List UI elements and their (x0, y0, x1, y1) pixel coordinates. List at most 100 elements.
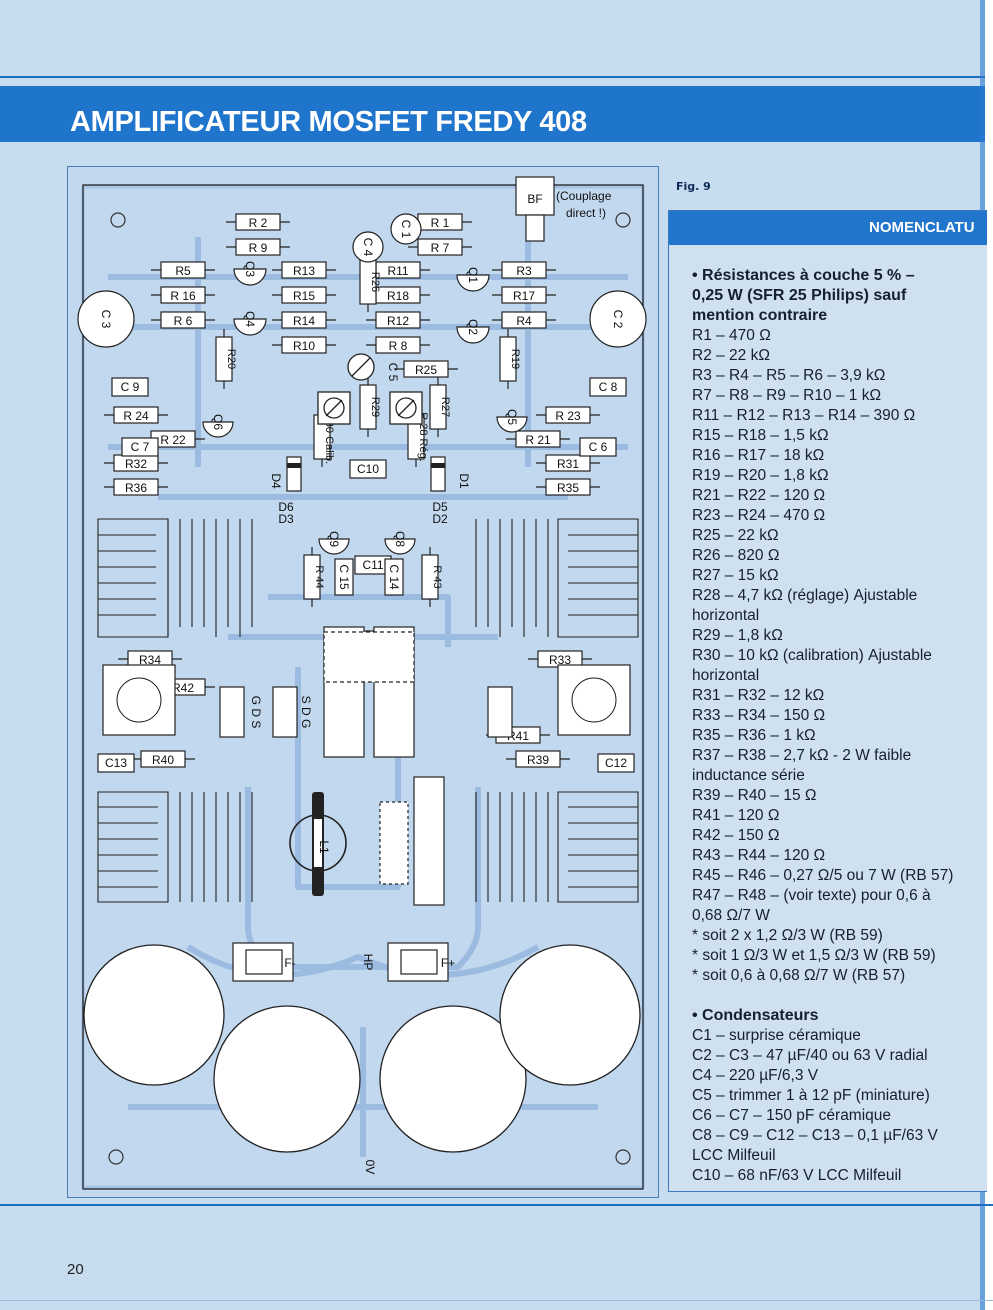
resistor-label: R11 (387, 264, 408, 278)
resistor-label: R32 (125, 457, 147, 471)
zero-volt-label: 0V (363, 1160, 377, 1175)
hp-label: HP (361, 954, 375, 971)
diode-label: D6 (278, 500, 294, 514)
capacitor-label: C 9 (121, 380, 140, 394)
capacitor-label: C 14 (387, 564, 401, 590)
resistor-label: R 44 (313, 565, 325, 588)
resistance-item: R7 – R8 – R9 – R10 – 1 kΩ (692, 387, 882, 404)
capacitor-item: C4 – 220 µF/6,3 V (692, 1067, 819, 1084)
resistor-label: R19 (509, 349, 521, 369)
resistor-label: R33 (549, 653, 571, 667)
nomenclature-header-text: NOMENCLATU (869, 219, 975, 236)
transistor-label: Q4 (243, 311, 257, 327)
diode-label: D2 (432, 512, 448, 526)
resistor-label: R36 (125, 481, 147, 495)
title-banner (0, 86, 985, 142)
fuse-plus-label: F+ (441, 956, 455, 970)
resistor-r2: R 2 (226, 213, 290, 231)
capacitor-label: C 3 (99, 310, 113, 329)
capacitor-c3: C 3 (77, 290, 135, 348)
resistance-item: inductance série (692, 767, 805, 784)
resistor-r25: R25 (394, 360, 458, 378)
resistor-r13: R13 (272, 261, 336, 279)
transistor-q3: Q3 (233, 261, 267, 286)
resistor-r19: R19 (499, 329, 521, 389)
resistor-label: R39 (527, 753, 549, 767)
resistor-label: R 16 (170, 289, 196, 303)
transistor-label: Q2 (466, 319, 480, 335)
resistor-label: R17 (513, 289, 535, 303)
resistance-item: R29 – 1,8 kΩ (692, 627, 783, 644)
nomenclature-content: • Résistances à couche 5 % – 0,25 W (SFR… (692, 266, 982, 1186)
bf-label: BF (527, 192, 542, 206)
bf-input: BF (Couplage direct !) (515, 176, 612, 242)
capacitor-c5: C 5 (386, 363, 400, 382)
diode-d4: D4 (269, 456, 302, 492)
resistor-r3: R3 (492, 261, 556, 279)
diode-d5: D5 (432, 500, 448, 514)
resistor-label: R18 (387, 289, 409, 303)
resistor-label: R 8 (389, 339, 408, 353)
resistor-r10: R10 (272, 336, 336, 354)
resistor-r36: R36 (104, 478, 168, 496)
resistor-r16: R 16 (151, 286, 215, 304)
resistance-item: R11 – R12 – R13 – R14 – 390 Ω (692, 407, 916, 424)
resistor-label: R4 (516, 314, 532, 328)
transistor-label: Q6 (211, 414, 225, 430)
resistor-r11: R11 (366, 261, 430, 279)
resistor-label: R 9 (249, 241, 268, 255)
resistance-item: R27 – 15 kΩ (692, 567, 779, 584)
capacitor-c13: C13 (97, 753, 135, 773)
resistance-item: R47 – R48 – (voir texte) pour 0,6 à (692, 887, 931, 904)
capacitor-c12: C12 (597, 753, 635, 773)
trimmers (317, 353, 423, 425)
resistor-r34: R34 (118, 650, 182, 668)
capacitor-c10: C10 (349, 459, 387, 479)
resistor-label: R40 (152, 753, 174, 767)
capacitor-item: C10 – 68 nF/63 V LCC Milfeuil (692, 1167, 902, 1184)
resistance-item: * soit 2 x 1,2 Ω/3 W (RB 59) (692, 927, 883, 944)
resistance-item: horizontal (692, 607, 760, 624)
resistance-item: R43 – R44 – 120 Ω (692, 847, 826, 864)
coil-l1 (289, 792, 347, 896)
resistance-item: R19 – R20 – 1,8 kΩ (692, 467, 829, 484)
transistor-label: Q1 (466, 267, 480, 283)
resistor-label: R10 (293, 339, 315, 353)
capacitor-item: C8 – C9 – C12 – C13 – 0,1 µF/63 V (692, 1127, 938, 1144)
right-edge (985, 0, 993, 1310)
resistor-r44: R 44 (303, 547, 325, 607)
capacitor-c15: C 15 (334, 558, 354, 596)
diode-label: D4 (269, 473, 283, 489)
resistance-item: R21 – R22 – 120 Ω (692, 487, 826, 504)
resistor-r23: R 23 (536, 406, 600, 424)
diode-label: D1 (457, 473, 471, 489)
resistor-r8: R 8 (366, 336, 430, 354)
transistor-q5: Q5 (496, 409, 528, 433)
capacitor-label: C 1 (399, 220, 413, 239)
resistor-r20: R20 (215, 329, 237, 389)
bf-note-2: direct !) (566, 206, 606, 220)
resistor-label: R12 (387, 314, 409, 328)
nomenclature-header: NOMENCLATU (669, 211, 987, 245)
l1-label: L1 (317, 840, 331, 854)
resistor-label: R 6 (174, 314, 193, 328)
capacitor-label: C 7 (131, 440, 150, 454)
power-mosfets (219, 626, 513, 758)
resistor-label: R31 (557, 457, 579, 471)
resistance-item: R39 – R40 – 15 Ω (692, 787, 817, 804)
filter-capacitors (83, 944, 641, 1153)
capacitor-c7: C 7 (121, 437, 159, 457)
resistance-item: R28 – 4,7 kΩ (réglage) Ajustable (692, 587, 918, 604)
resistance-item: * soit 1 Ω/3 W et 1,5 Ω/3 W (RB 59) (692, 947, 936, 964)
resistor-r15: R15 (272, 286, 336, 304)
transistor-q6: Q6 (202, 414, 234, 438)
capacitor-c6: C 6 (579, 437, 617, 457)
resistor-r4: R4 (492, 311, 556, 329)
resistances-title-1: • Résistances à couche 5 % – (692, 267, 915, 284)
capacitor-c2: C 2 (589, 290, 647, 348)
resistor-r18: R18 (366, 286, 430, 304)
